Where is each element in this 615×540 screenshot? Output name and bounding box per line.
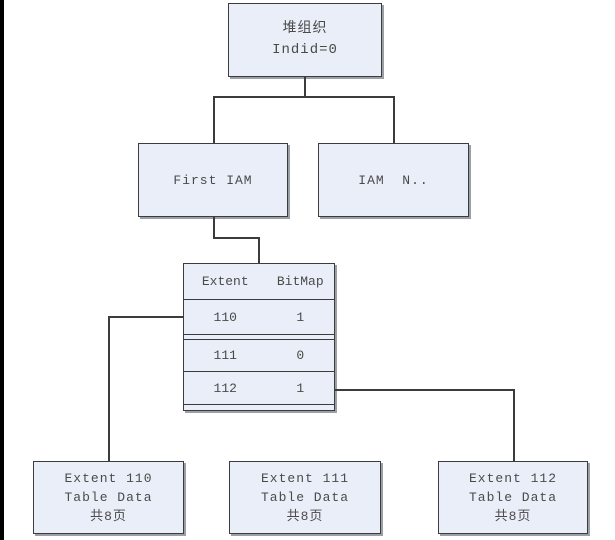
extent-110-pages: 共8页 [90,509,127,524]
extent-110-value: 110 [213,309,237,325]
node-iam-n: IAM N.. [318,143,469,217]
connector-first-iam-stem [213,217,215,238]
table-row-spacer-bottom [184,405,334,410]
connector-root-stem [304,77,306,97]
extent-112-bitmap: 1 [296,380,305,396]
extent-111-subtitle: Table Data [260,490,349,505]
extent-110-bitmap: 1 [296,309,305,325]
node-extent-110-data: Extent 110 Table Data 共8页 [33,461,184,534]
connector-row112-elbow [335,389,514,391]
connector-root-branch [213,96,394,98]
connector-to-extent-table [258,237,260,266]
extent-table-header: Extent BitMap [184,264,334,300]
node-extent-111-data: Extent 111 Table Data 共8页 [229,461,381,534]
connector-to-iam-n [393,96,395,143]
connector-to-first-iam [213,96,215,143]
extent-110-title: Extent 110 [64,471,153,486]
table-row-extent-110: 110 1 [184,300,334,335]
connector-row110-elbow [108,316,183,318]
extent-111-value: 111 [213,348,237,363]
extent-111-pages: 共8页 [286,509,324,524]
connector-to-extent-110-box [108,316,110,461]
connector-to-extent-112-box [513,389,515,461]
page-left-edge-bar [0,0,4,540]
heap-root-title: 堆组织 [282,21,328,37]
connector-first-iam-elbow [213,237,259,239]
node-first-iam: First IAM [138,143,288,217]
node-extent-112-data: Extent 112 Table Data 共8页 [438,461,588,534]
extent-bitmap-table: Extent BitMap 110 1 111 0 112 1 [183,263,335,411]
extent-112-value: 112 [213,380,237,396]
bitmap-column-header: BitMap [276,274,324,289]
table-row-extent-111: 111 0 [184,340,334,372]
iam-n-label: IAM N.. [358,172,429,188]
node-heap-root: 堆组织 Indid=0 [228,3,382,77]
first-iam-label: First IAM [173,172,253,188]
extent-column-header: Extent [201,274,249,289]
extent-110-subtitle: Table Data [64,490,153,505]
extent-112-pages: 共8页 [494,509,532,524]
table-row-extent-112: 112 1 [184,372,334,405]
extent-112-subtitle: Table Data [468,490,557,505]
extent-111-title: Extent 111 [260,471,349,486]
extent-112-title: Extent 112 [468,471,557,486]
table-row-spacer [184,335,334,340]
heap-root-indid: Indid=0 [272,42,338,58]
extent-111-bitmap: 0 [296,348,305,363]
